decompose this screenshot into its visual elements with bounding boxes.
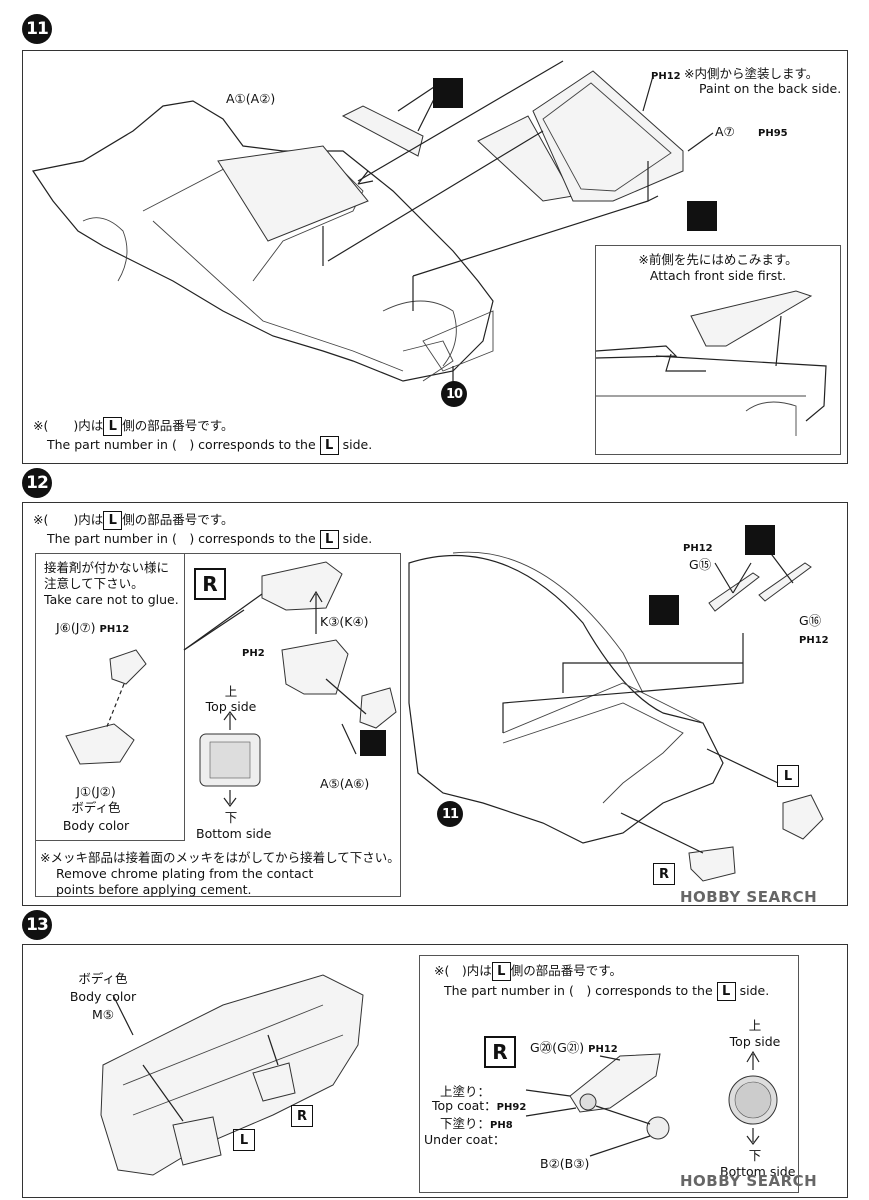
step-11-panel: ※前側を先にはめこみます。 Attach front side first. A… <box>22 50 848 464</box>
chrome-note-jp: ※メッキ部品は接着面のメッキをはがしてから接着して下さい。 <box>40 850 400 865</box>
l-side-badge: L <box>716 982 736 1001</box>
l-side-badge: L <box>319 436 339 455</box>
step-11-car-illustration <box>32 60 714 396</box>
step-13-number: 13 <box>22 910 52 940</box>
r-badge: R <box>291 1105 313 1127</box>
bottom-side-en: Bottom side <box>720 1164 796 1179</box>
label-j6: J⑥(J⑦) PH12 <box>56 620 130 635</box>
chrome-note-en-2: points before applying cement. <box>56 882 252 897</box>
ph-g16: PH12 <box>799 635 829 646</box>
label-a5: A⑤(A⑥) <box>320 776 370 791</box>
label-g15: G⑮ <box>689 557 712 572</box>
bumper-illustration <box>100 974 364 1176</box>
glass-note-en: Paint on the back side. <box>699 81 842 96</box>
glue-note-jp-2: 注意して下さい。 <box>44 576 144 591</box>
l-badge: L <box>233 1129 255 1151</box>
label-g20: G⑳(G㉑) PH12 <box>530 1040 618 1055</box>
body-color-en: Body color <box>69 989 137 1004</box>
grille-illustration <box>525 1050 778 1157</box>
chrome-part-icon <box>745 525 775 555</box>
label-g16: G⑯ <box>799 613 822 628</box>
body-color-jp: ボディ色 <box>78 971 128 986</box>
watermark-bottom: HOBBY SEARCH <box>680 1172 818 1190</box>
label-b2: B②(B③) <box>540 1156 590 1171</box>
topcoat-en: Top coat：PH92 <box>432 1098 527 1113</box>
glass-note-jp: ※内側から塗装します。 <box>684 66 819 81</box>
top-side-jp: 上 <box>748 1018 762 1033</box>
ph-k: PH2 <box>242 648 265 659</box>
chrome-note-en-1: Remove chrome plating from the contact <box>56 866 314 881</box>
l-side-badge: L <box>103 417 123 436</box>
inset-note-en: Attach front side first. <box>649 268 787 283</box>
label-a1: A①(A②) <box>226 91 276 106</box>
step-12-number: 12 <box>22 468 52 498</box>
ph-a7: PH95 <box>758 128 788 139</box>
top-side-en: Top side <box>729 1034 781 1049</box>
inset-note-jp: ※前側を先にはめこみます。 <box>638 252 798 267</box>
r-badge-big: R <box>484 1036 516 1068</box>
label-k3: K③(K④) <box>320 614 369 629</box>
sub-step-10: 10 <box>441 381 467 407</box>
lr-note-en: The part number in ( ) corresponds to th… <box>47 530 373 549</box>
l-side-badge: L <box>319 530 339 549</box>
step-12-car-illustration <box>408 542 824 882</box>
bottom-side-jp: 下 <box>224 810 238 825</box>
body-color-en: Body color <box>62 818 130 833</box>
j-parts-illustration <box>65 649 147 765</box>
glue-note-jp-1: 接着剤が付かない様に <box>44 560 170 575</box>
topcoat-jp: 上塗り： <box>440 1084 491 1099</box>
step-11-number: 11 <box>22 14 52 44</box>
headlight-illustration <box>183 561 397 807</box>
label-a7: A⑦ <box>715 124 735 139</box>
top-side-jp: 上 <box>224 684 238 699</box>
l-badge: L <box>777 765 799 787</box>
top-side-en: Top side <box>205 699 257 714</box>
chrome-part-icon <box>360 730 386 756</box>
l-side-badge: L <box>491 962 511 981</box>
body-color-jp: ボディ色 <box>71 800 121 815</box>
ph-glass: PH12 <box>651 71 681 82</box>
sub-step-11: 11 <box>437 801 463 827</box>
glue-note-en: Take care not to glue. <box>44 592 179 607</box>
bottom-side-en: Bottom side <box>196 826 272 841</box>
r-badge: R <box>194 568 226 600</box>
label-m5: M⑤ <box>92 1007 114 1022</box>
r-badge-small: R <box>653 863 675 885</box>
chrome-part-icon <box>687 201 717 231</box>
lr-note-en: The part number in ( ) corresponds to th… <box>444 982 770 1001</box>
l-side-badge: L <box>103 511 123 530</box>
chrome-part-icon <box>433 78 463 108</box>
glue-note-box: 接着剤が付かない様に 注意して下さい。 Take care not to glu… <box>36 554 185 841</box>
undercoat-jp: 下塗り：PH8 <box>440 1116 513 1131</box>
undercoat-en: Under coat： <box>424 1132 506 1147</box>
lr-note-en: The part number in ( ) corresponds to th… <box>47 436 373 455</box>
chrome-part-icon <box>649 595 679 625</box>
step-11-inset: ※前側を先にはめこみます。 Attach front side first. <box>595 245 841 455</box>
watermark-top: HOBBY SEARCH <box>680 888 818 906</box>
label-j1: J①(J②) <box>76 784 116 799</box>
headlight-sub-box: 接着剤が付かない様に 注意して下さい。 Take care not to glu… <box>35 553 401 897</box>
ph-g15: PH12 <box>683 543 713 554</box>
bottom-side-jp: 下 <box>748 1148 762 1163</box>
inset-illustration <box>595 290 827 436</box>
